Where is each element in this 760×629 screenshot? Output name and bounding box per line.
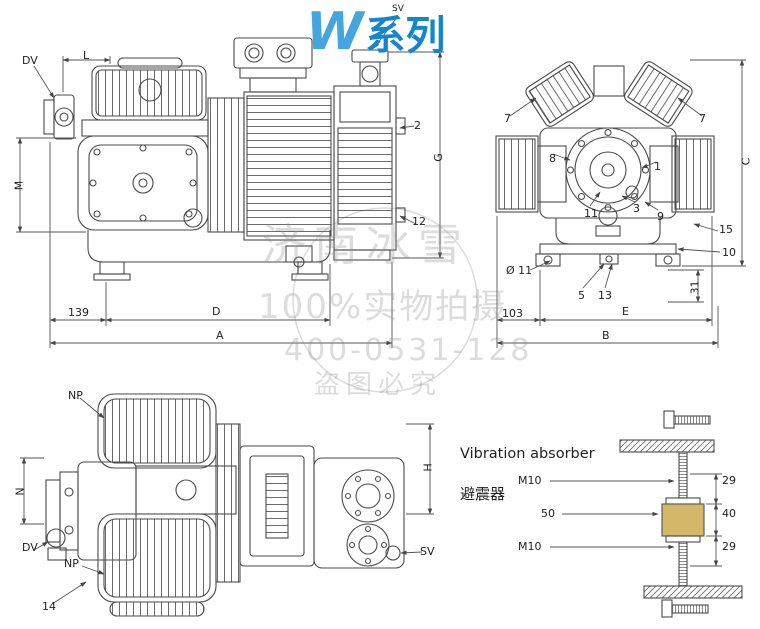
side-part2-label: 2: [414, 119, 421, 132]
front-view-dimensions: [496, 59, 746, 348]
top-dv-label: DV: [22, 541, 38, 554]
side-d-dim-label: D: [212, 305, 221, 318]
front-part7-right-label: 7: [699, 112, 706, 125]
top-part14-label: 14: [42, 600, 56, 613]
top-np-lower-label: NP: [64, 557, 79, 570]
series-title-letter: W: [306, 2, 364, 62]
front-dia11-label: Ø 11: [506, 264, 533, 277]
side-a-dim-label: A: [216, 329, 224, 342]
absorber-dimensions: [550, 473, 722, 567]
series-title: W 系列: [306, 2, 445, 62]
top-h-dim-label: H: [421, 463, 435, 472]
series-title-cjk: 系列: [365, 13, 446, 59]
front-view-drawing: [495, 61, 715, 267]
top-view-drawing: [45, 393, 405, 617]
absorber-m10-top-label: M10: [518, 474, 542, 487]
absorber-drawing: [619, 410, 743, 618]
top-n-dim-label: N: [13, 487, 27, 496]
side-view-drawing: [43, 37, 406, 281]
front-part10-label: 10: [722, 246, 736, 259]
side-m-dim-label: M: [12, 180, 26, 191]
side-dv-label: DV: [22, 54, 38, 67]
front-part9-label: 9: [657, 210, 664, 223]
front-part7-left-label: 7: [504, 112, 511, 125]
side-l-dim-label: L: [83, 49, 90, 62]
absorber-29-top-dim-label: 29: [722, 474, 736, 487]
absorber-m10-bottom-label: M10: [518, 540, 542, 553]
absorber-title-en: Vibration absorber: [460, 446, 595, 462]
front-b-dim-label: B: [602, 329, 610, 342]
front-part8-label: 8: [549, 152, 556, 165]
side-view-dimensions: [16, 15, 444, 348]
absorber-29-bottom-dim-label: 29: [722, 540, 736, 553]
front-part1-label: 1: [654, 160, 661, 173]
side-139-dim-label: 139: [68, 306, 89, 319]
front-c-dim-label: C: [739, 157, 753, 166]
side-part12-label: 12: [412, 215, 426, 228]
side-sv-label: SV: [392, 4, 404, 14]
top-np-upper-label: NP: [68, 389, 83, 402]
front-part13-label: 13: [598, 289, 612, 302]
front-part11-label: 11: [584, 207, 598, 220]
absorber-title-zh: 避震器: [460, 485, 506, 503]
front-part3-label: 3: [633, 202, 640, 215]
absorber-50-dim-label: 50: [541, 507, 555, 520]
top-sv-label: SV: [420, 545, 435, 558]
absorber-40-dim-label: 40: [722, 507, 736, 520]
front-103-dim-label: 103: [502, 307, 523, 320]
side-g-dim-label: G: [431, 153, 445, 162]
front-31-dim-label: 31: [688, 280, 702, 295]
front-part15-label: 15: [719, 223, 733, 236]
top-view-dimensions: [20, 397, 434, 605]
front-e-dim-label: E: [622, 305, 629, 318]
front-part5-label: 5: [578, 289, 585, 302]
